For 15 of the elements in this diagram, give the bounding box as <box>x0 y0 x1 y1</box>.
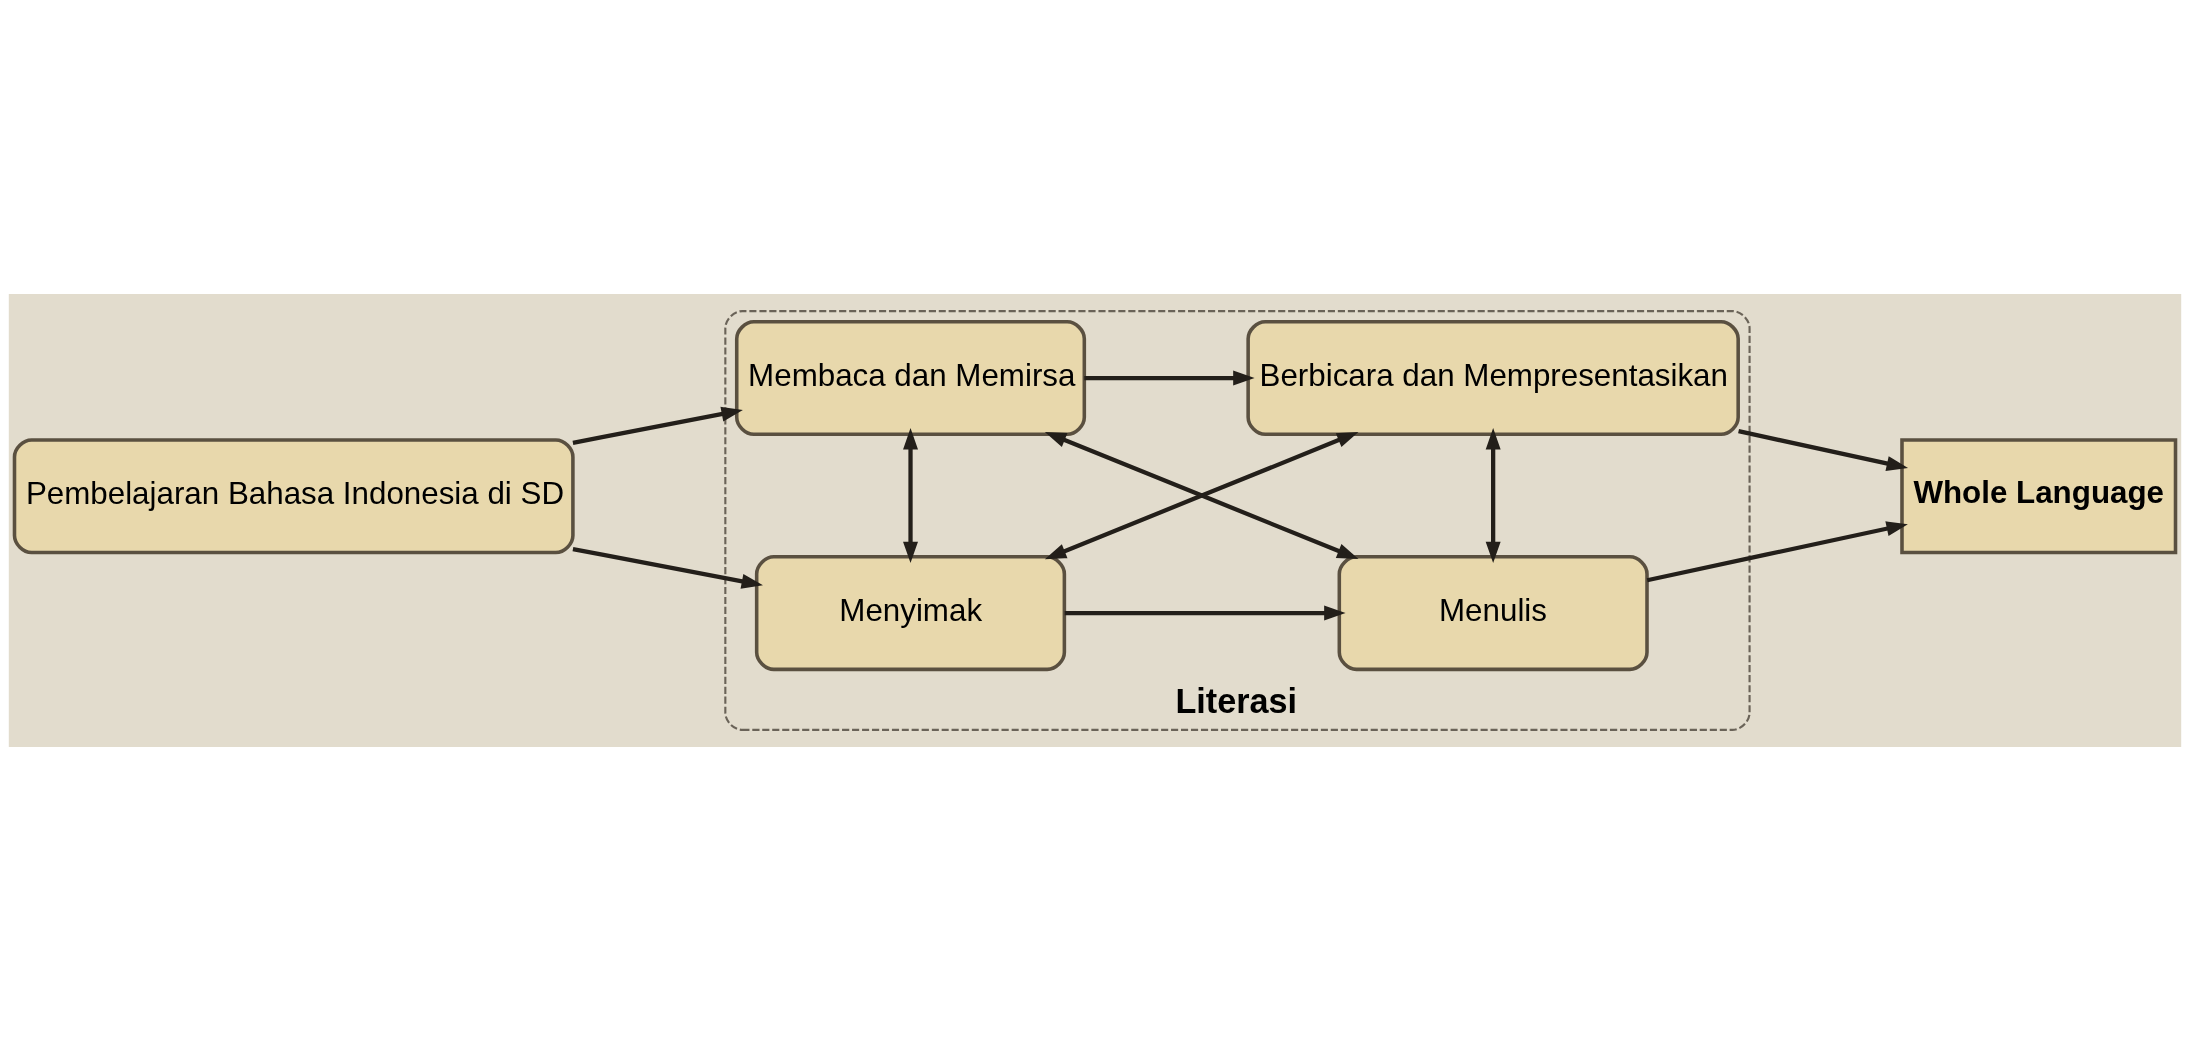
node-box: Menyimak <box>754 554 1067 671</box>
arrow <box>1084 370 1255 386</box>
node-box: Menulis <box>1337 554 1649 671</box>
node-box: Berbicara dan Mempresentasikan <box>1246 319 1740 436</box>
node-box: Whole Language <box>1900 437 2178 554</box>
arrow <box>1646 520 1908 582</box>
arrow <box>1485 427 1501 563</box>
arrow <box>1738 428 1909 471</box>
arrow <box>1064 605 1346 621</box>
arrow <box>903 427 918 563</box>
node-box: Membaca dan Memirsa <box>734 319 1087 436</box>
arrow <box>1044 431 1359 559</box>
arrow <box>572 546 763 589</box>
node-box: Pembelajaran Bahasa Indonesia di SD <box>12 437 575 554</box>
arrow <box>572 406 743 445</box>
